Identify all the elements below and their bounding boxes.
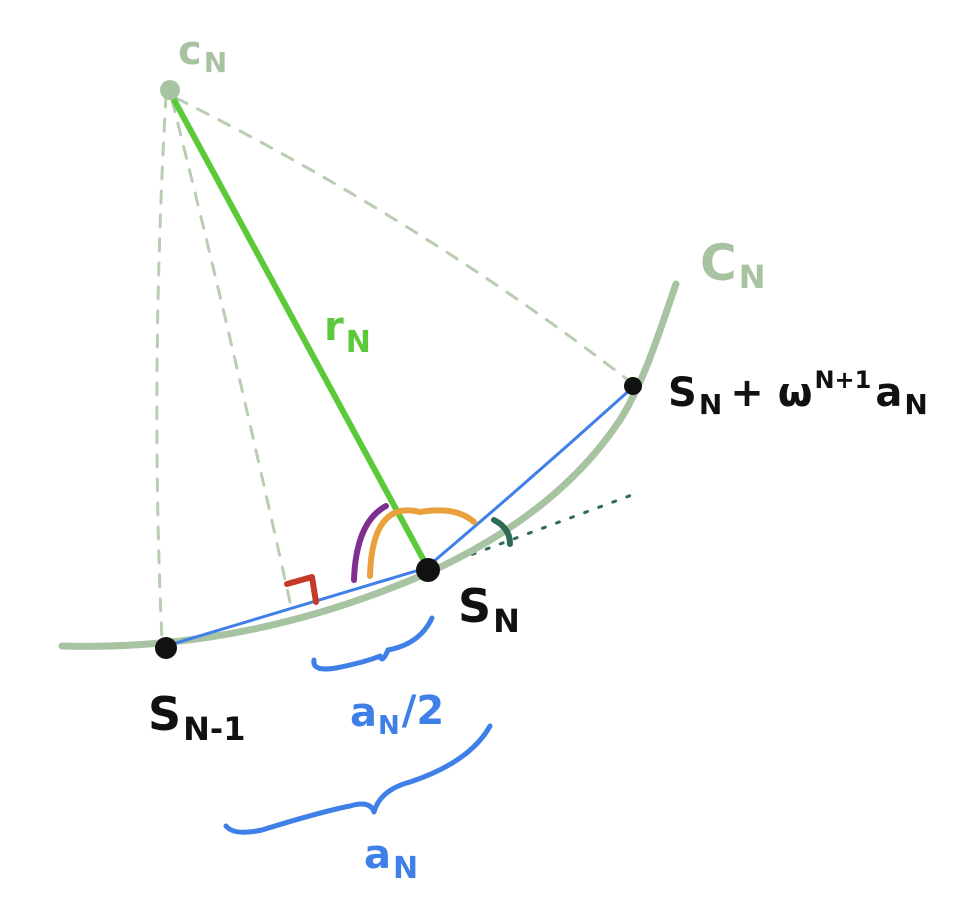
brace-full-chord	[223, 723, 493, 835]
dashed-helper-lines	[155, 93, 630, 642]
label-center-c-n: cN	[178, 28, 227, 79]
label-point-s-n-minus-1: SN-1	[148, 687, 245, 748]
label-point-s-n: SN	[458, 579, 520, 640]
curve-c-n	[58, 280, 680, 650]
label-full-chord: aN	[364, 832, 418, 886]
radius-r-n	[169, 93, 431, 571]
brace-half-chord	[311, 615, 435, 672]
point-s-n-next	[624, 377, 642, 395]
angle-arc-darkgreen	[491, 517, 513, 547]
dashed-line-to-s-next	[174, 96, 630, 382]
center-point-c-n	[160, 80, 180, 100]
label-half-chord: aN/2	[350, 688, 444, 741]
label-curve-c-n: CN	[700, 234, 765, 296]
chord-segment-next	[424, 386, 634, 570]
dashed-line-to-midpoint	[170, 98, 292, 604]
point-s-n	[416, 558, 440, 582]
angle-arc-orange	[367, 507, 477, 579]
point-s-n-minus-1	[155, 637, 177, 659]
label-radius-r-n: rN	[324, 304, 371, 360]
dashed-line-to-s-prev	[155, 93, 168, 642]
right-angle-marker	[284, 574, 319, 605]
angle-arc-purple	[351, 503, 389, 583]
chord-segment-prev	[164, 566, 428, 648]
